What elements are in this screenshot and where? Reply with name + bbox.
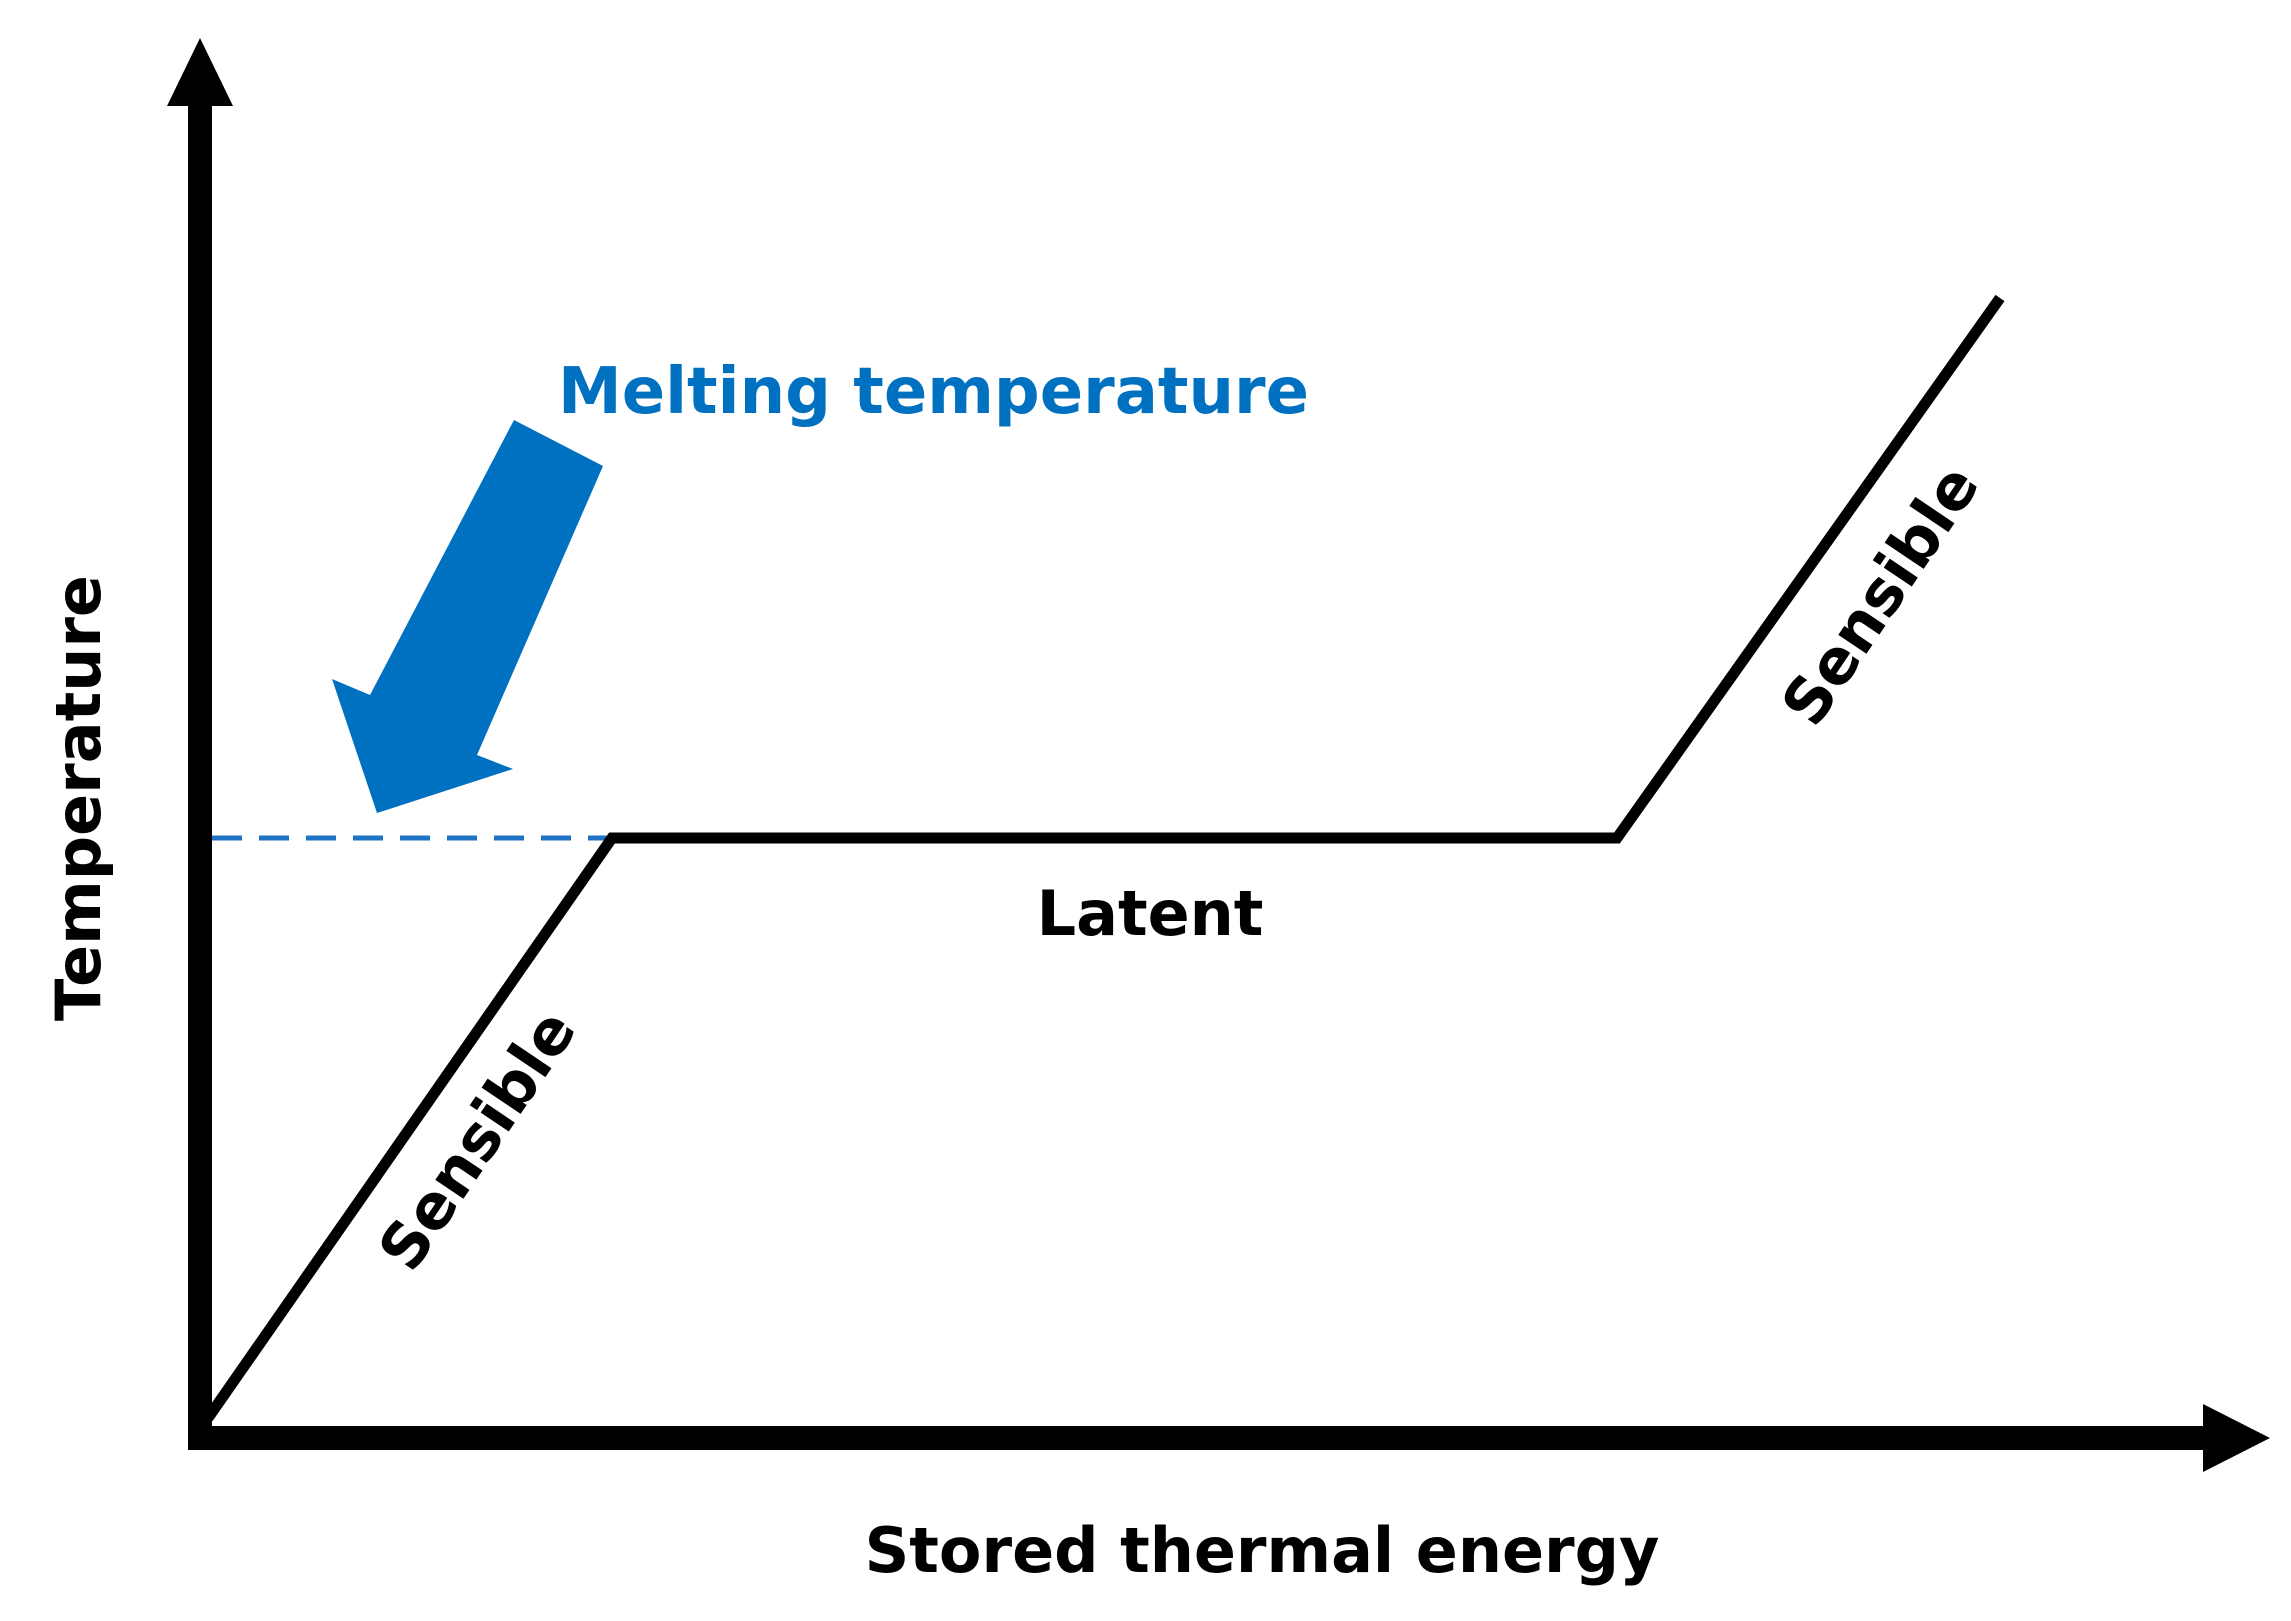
y-axis-arrowhead	[167, 38, 233, 106]
y-axis	[167, 38, 233, 1450]
x-axis	[188, 1404, 2270, 1472]
temperature-curve	[203, 294, 2005, 1422]
x-axis-title: Stored thermal energy	[865, 1514, 1660, 1587]
melting-temperature-label: Melting temperature	[558, 355, 1309, 429]
sensible-label-right: Sensible	[1767, 452, 1993, 739]
arrow-down-left-icon	[332, 420, 603, 813]
x-axis-arrowhead	[2203, 1404, 2270, 1472]
latent-label: Latent	[1037, 877, 1264, 950]
y-axis-title: Temperature	[42, 575, 115, 1021]
